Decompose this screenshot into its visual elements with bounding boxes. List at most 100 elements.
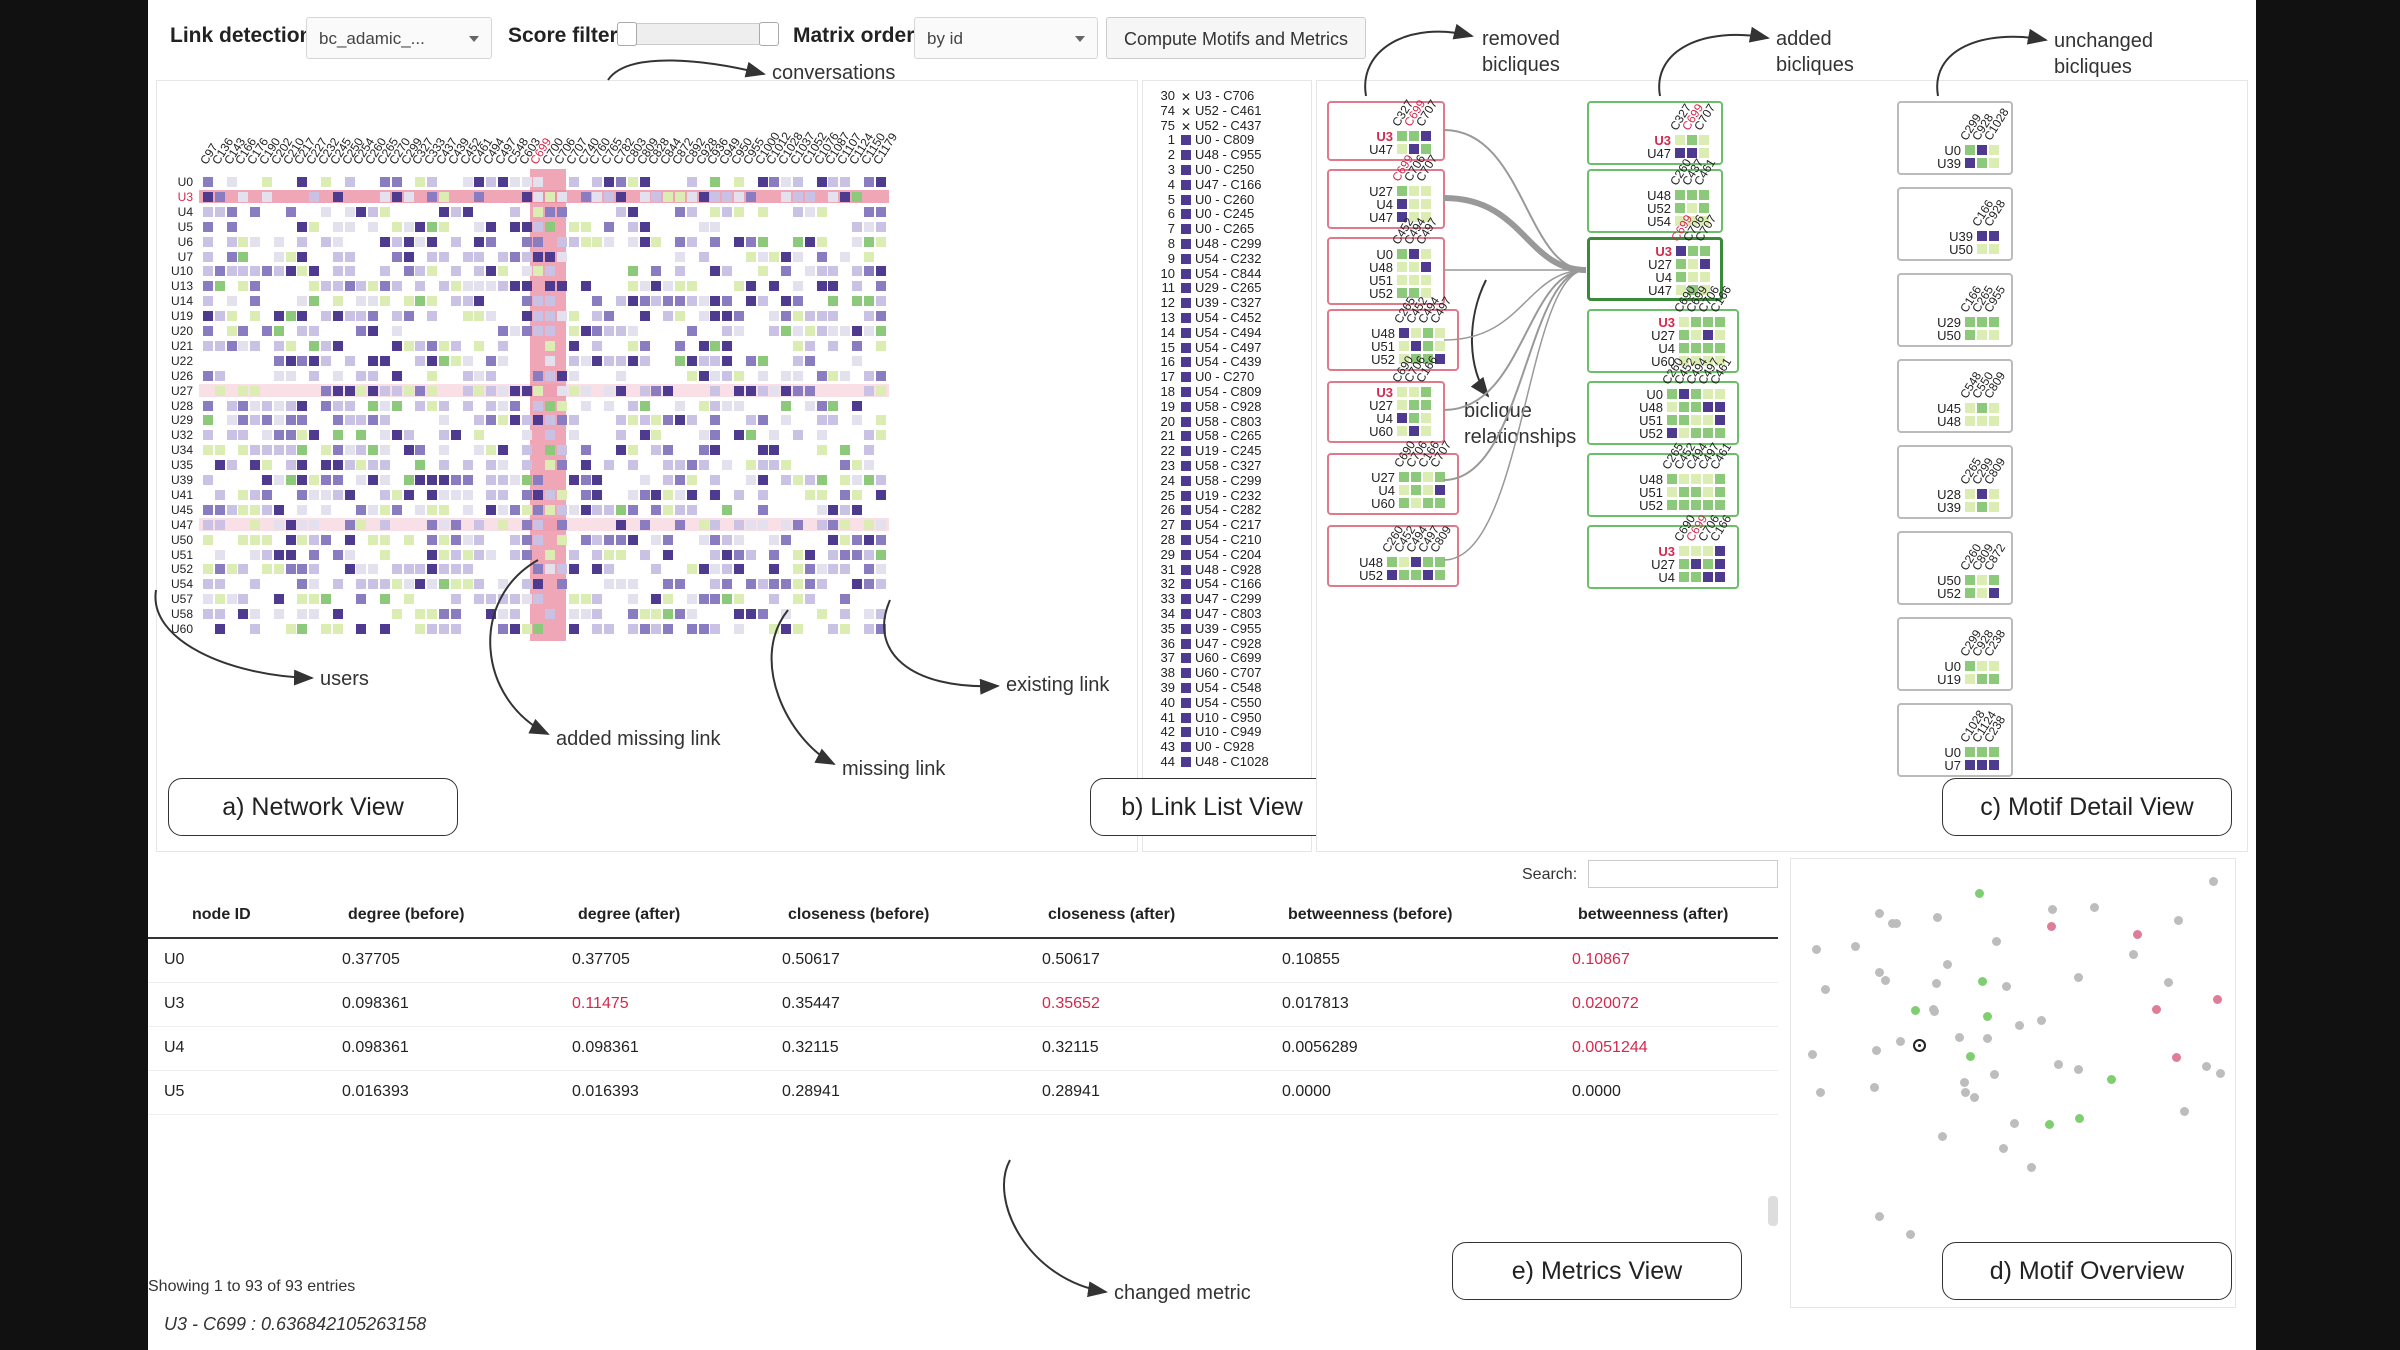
matrix-cell[interactable] — [285, 430, 296, 441]
matrix-cell[interactable] — [863, 266, 874, 277]
matrix-cell[interactable] — [509, 385, 520, 396]
motif-dot[interactable] — [2171, 1052, 2181, 1062]
matrix-cell[interactable] — [380, 355, 390, 366]
matrix-cell[interactable] — [380, 296, 390, 307]
matrix-cell[interactable] — [380, 519, 390, 530]
matrix-cell[interactable] — [439, 445, 449, 456]
matrix-cell[interactable] — [639, 400, 650, 411]
matrix-cell[interactable] — [238, 400, 249, 411]
matrix-cell[interactable] — [604, 534, 615, 545]
matrix-cell[interactable] — [486, 504, 497, 515]
matrix-cell[interactable] — [427, 519, 438, 530]
matrix-cell[interactable] — [545, 326, 556, 336]
matrix-cell[interactable] — [344, 385, 355, 396]
matrix-cell[interactable] — [226, 430, 237, 441]
matrix-cell[interactable] — [533, 221, 544, 232]
matrix-cell[interactable] — [545, 311, 556, 322]
matrix-cell[interactable] — [757, 519, 768, 530]
matrix-cell[interactable] — [852, 326, 862, 336]
matrix-cell[interactable] — [321, 460, 331, 471]
matrix-cell[interactable] — [545, 266, 556, 277]
matrix-cell[interactable] — [427, 504, 438, 515]
matrix-cell[interactable] — [297, 221, 308, 232]
matrix-cell[interactable] — [450, 609, 461, 620]
matrix-cell[interactable] — [710, 624, 721, 634]
matrix-cell[interactable] — [592, 624, 603, 634]
matrix-cell[interactable] — [781, 609, 792, 620]
matrix-cell[interactable] — [203, 206, 213, 217]
matrix-cell[interactable] — [781, 534, 792, 545]
matrix-cell[interactable] — [403, 489, 414, 500]
matrix-cell[interactable] — [533, 415, 544, 426]
matrix-cell[interactable] — [391, 400, 402, 411]
matrix-cell[interactable] — [521, 594, 532, 605]
matrix-cell[interactable] — [698, 296, 709, 307]
motif-dot[interactable] — [2128, 950, 2138, 960]
matrix-cell[interactable] — [698, 311, 709, 322]
motif-dot[interactable] — [1970, 1093, 1980, 1103]
matrix-cell[interactable] — [545, 460, 556, 471]
matrix-cell[interactable] — [391, 430, 402, 441]
matrix-cell[interactable] — [486, 445, 497, 456]
matrix-cell[interactable] — [592, 340, 603, 351]
row-label[interactable]: U20 — [170, 324, 193, 338]
matrix-cell[interactable] — [380, 400, 390, 411]
matrix-cell[interactable] — [450, 564, 461, 575]
matrix-cell[interactable] — [781, 266, 792, 277]
matrix-cell[interactable] — [616, 355, 626, 366]
matrix-cell[interactable] — [332, 236, 343, 247]
matrix-cell[interactable] — [651, 445, 662, 456]
matrix-cell[interactable] — [793, 594, 803, 605]
matrix-cell[interactable] — [568, 609, 579, 620]
matrix-cell[interactable] — [273, 609, 284, 620]
matrix-cell[interactable] — [462, 311, 473, 322]
matrix-cell[interactable] — [651, 191, 662, 202]
matrix-cell[interactable] — [427, 475, 438, 485]
matrix-cell[interactable] — [498, 445, 508, 456]
matrix-cell[interactable] — [462, 564, 473, 575]
matrix-cell[interactable] — [250, 609, 261, 620]
matrix-cell[interactable] — [793, 251, 803, 262]
row-label[interactable]: U57 — [170, 592, 193, 607]
matrix-cell[interactable] — [816, 326, 827, 336]
matrix-cell[interactable] — [462, 385, 473, 396]
matrix-cell[interactable] — [486, 221, 497, 232]
matrix-cell[interactable] — [604, 624, 615, 634]
matrix-cell[interactable] — [545, 430, 556, 441]
matrix-cell[interactable] — [285, 266, 296, 277]
matrix-cell[interactable] — [214, 609, 225, 620]
matrix-cell[interactable] — [651, 296, 662, 307]
matrix-cell[interactable] — [250, 519, 261, 530]
motif-dot[interactable] — [2047, 905, 2057, 915]
motif-dot[interactable] — [1895, 1037, 1905, 1047]
matrix-cell[interactable] — [332, 430, 343, 441]
matrix-cell[interactable] — [462, 177, 473, 187]
matrix-cell[interactable] — [793, 624, 803, 634]
matrix-cell[interactable] — [321, 206, 331, 217]
row-label[interactable]: U6 — [177, 234, 193, 249]
matrix-cell[interactable] — [734, 489, 744, 500]
matrix-cell[interactable] — [616, 370, 626, 381]
matrix-cell[interactable] — [793, 340, 803, 351]
matrix-cell[interactable] — [627, 221, 638, 232]
matrix-cell[interactable] — [734, 549, 744, 560]
matrix-cell[interactable] — [863, 370, 874, 381]
matrix-cell[interactable] — [816, 475, 827, 485]
matrix-cell[interactable] — [391, 340, 402, 351]
matrix-cell[interactable] — [403, 340, 414, 351]
matrix-cell[interactable] — [745, 460, 756, 471]
matrix-cell[interactable] — [427, 221, 438, 232]
matrix-cell[interactable] — [828, 534, 839, 545]
